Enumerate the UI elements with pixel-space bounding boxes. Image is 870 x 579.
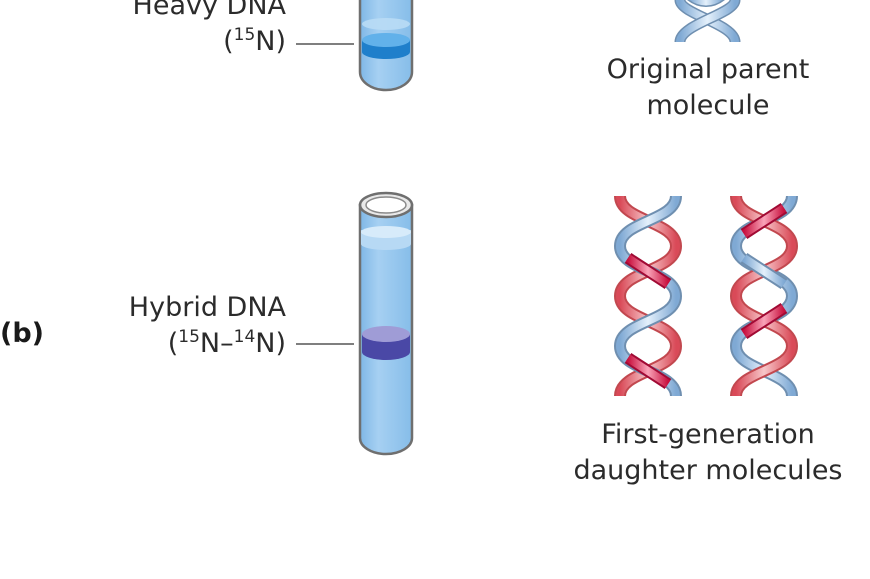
daughter-caption-line2: daughter molecules [573, 455, 843, 486]
hybrid-dna-tube [358, 191, 414, 456]
heavy-dna-label: Heavy DNA (15N) [90, 0, 286, 60]
parent-helix [674, 0, 741, 44]
heavy-dna-label-line1: Heavy DNA [132, 0, 286, 21]
daughter-caption-line1: First-generation [601, 419, 815, 450]
parent-molecule-caption: Original parent molecule [580, 52, 836, 124]
heavy-dna-band [362, 33, 410, 59]
panel-b-letter: (b) [0, 318, 45, 349]
hybrid-dna-band [362, 326, 410, 360]
parent-caption-line1: Original parent [606, 54, 810, 85]
hybrid-dna-label-line1: Hybrid DNA [128, 292, 286, 323]
parent-caption-line2: molecule [646, 90, 770, 121]
heavy-dna-tube [358, 0, 414, 92]
hybrid-dna-label: Hybrid DNA (15N–14N) [90, 290, 286, 362]
hybrid-dna-label-line2: (15N–14N) [167, 327, 286, 359]
heavy-dna-label-line2: (15N) [223, 25, 286, 57]
daughter-molecules-caption: First-generation daughter molecules [560, 417, 856, 489]
daughter-helix-2 [729, 194, 799, 398]
daughter-helix-1 [613, 194, 683, 398]
